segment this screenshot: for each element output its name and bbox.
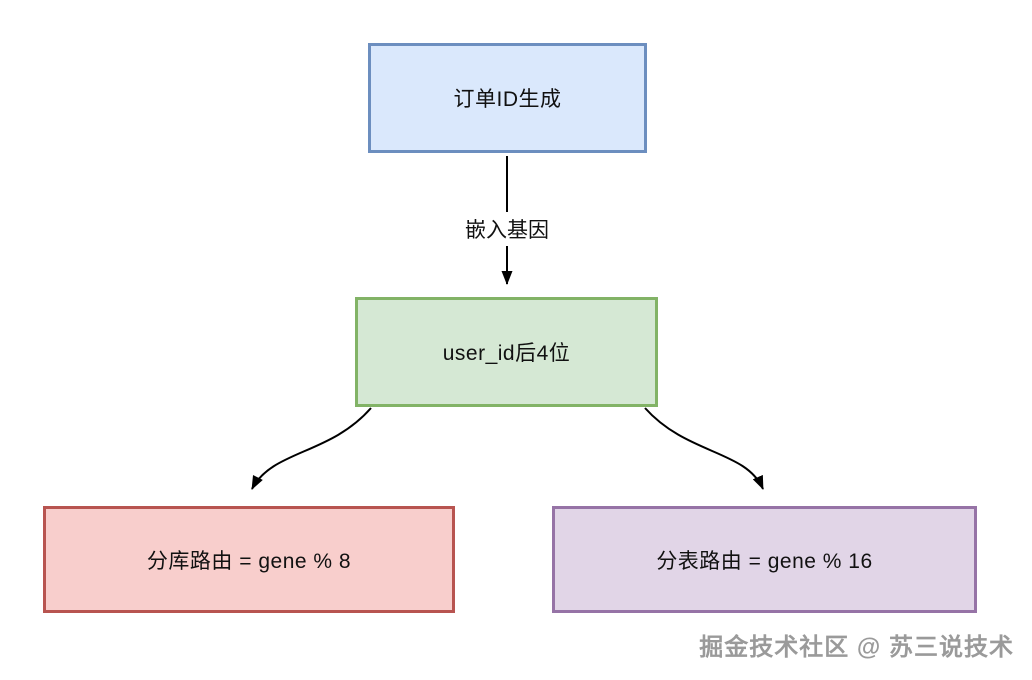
edge-label-embed-gene: 嵌入基因 (461, 212, 553, 246)
watermark-text: 掘金技术社区 @ 苏三说技术 (699, 634, 1014, 661)
node-order-id-generation[interactable]: 订单ID生成 (368, 43, 647, 153)
node-db-shard-route-label: 分库路由 = gene % 8 (146, 549, 352, 573)
node-table-shard-route[interactable]: 分表路由 = gene % 16 (552, 506, 977, 613)
node-user-id-last4-label: user_id后4位 (442, 342, 571, 365)
edge-to-db-route (251, 407, 372, 490)
edge-to-table-route (644, 407, 764, 490)
node-order-id-generation-label: 订单ID生成 (453, 88, 562, 111)
node-table-shard-route-label: 分表路由 = gene % 16 (656, 549, 873, 573)
node-db-shard-route[interactable]: 分库路由 = gene % 8 (43, 506, 455, 613)
node-user-id-last4[interactable]: user_id后4位 (355, 297, 658, 407)
